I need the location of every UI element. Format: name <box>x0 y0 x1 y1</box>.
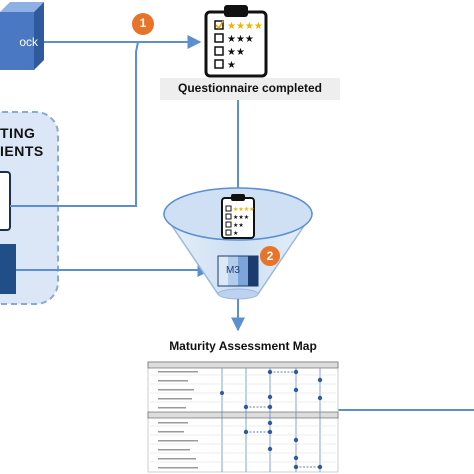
questionnaire-clipboard-icon: ★★★★ ★★★ ★★ ★ <box>204 5 268 78</box>
left-panel-title-line2: IENTS <box>0 143 44 159</box>
svg-text:★★: ★★ <box>233 222 244 229</box>
svg-text:★★★: ★★★ <box>227 34 254 45</box>
svg-text:★★★★: ★★★★ <box>227 21 263 32</box>
step-badge-1-label: 1 <box>139 16 147 30</box>
left-dark-block <box>0 244 16 294</box>
svg-text:★★★: ★★★ <box>233 214 249 221</box>
svg-text:★: ★ <box>227 60 236 71</box>
cube-label: ock <box>19 35 38 49</box>
questionnaire-caption: Questionnaire completed <box>177 81 323 95</box>
connector-left-box <box>10 41 139 207</box>
svg-text:★★★★: ★★★★ <box>233 206 255 213</box>
step-badge-2-label: 2 <box>266 249 274 263</box>
maturity-map-title: Maturity Assessment Map <box>169 339 317 353</box>
svg-text:★: ★ <box>233 230 238 237</box>
m3-block <box>217 255 259 287</box>
maturity-map <box>147 361 339 473</box>
step-badge-1 <box>132 13 154 35</box>
m3-label: M3 <box>226 265 240 276</box>
step-badge-2 <box>260 246 280 266</box>
questionnaire-caption-bg <box>160 78 340 100</box>
left-panel-title-line1: TING <box>0 125 36 141</box>
left-cube <box>0 2 44 70</box>
funnel-clipboard-icon: ★★★★ ★★★ ★★ ★ <box>221 194 255 239</box>
svg-text:★★: ★★ <box>227 47 245 58</box>
left-document-box <box>0 171 11 231</box>
